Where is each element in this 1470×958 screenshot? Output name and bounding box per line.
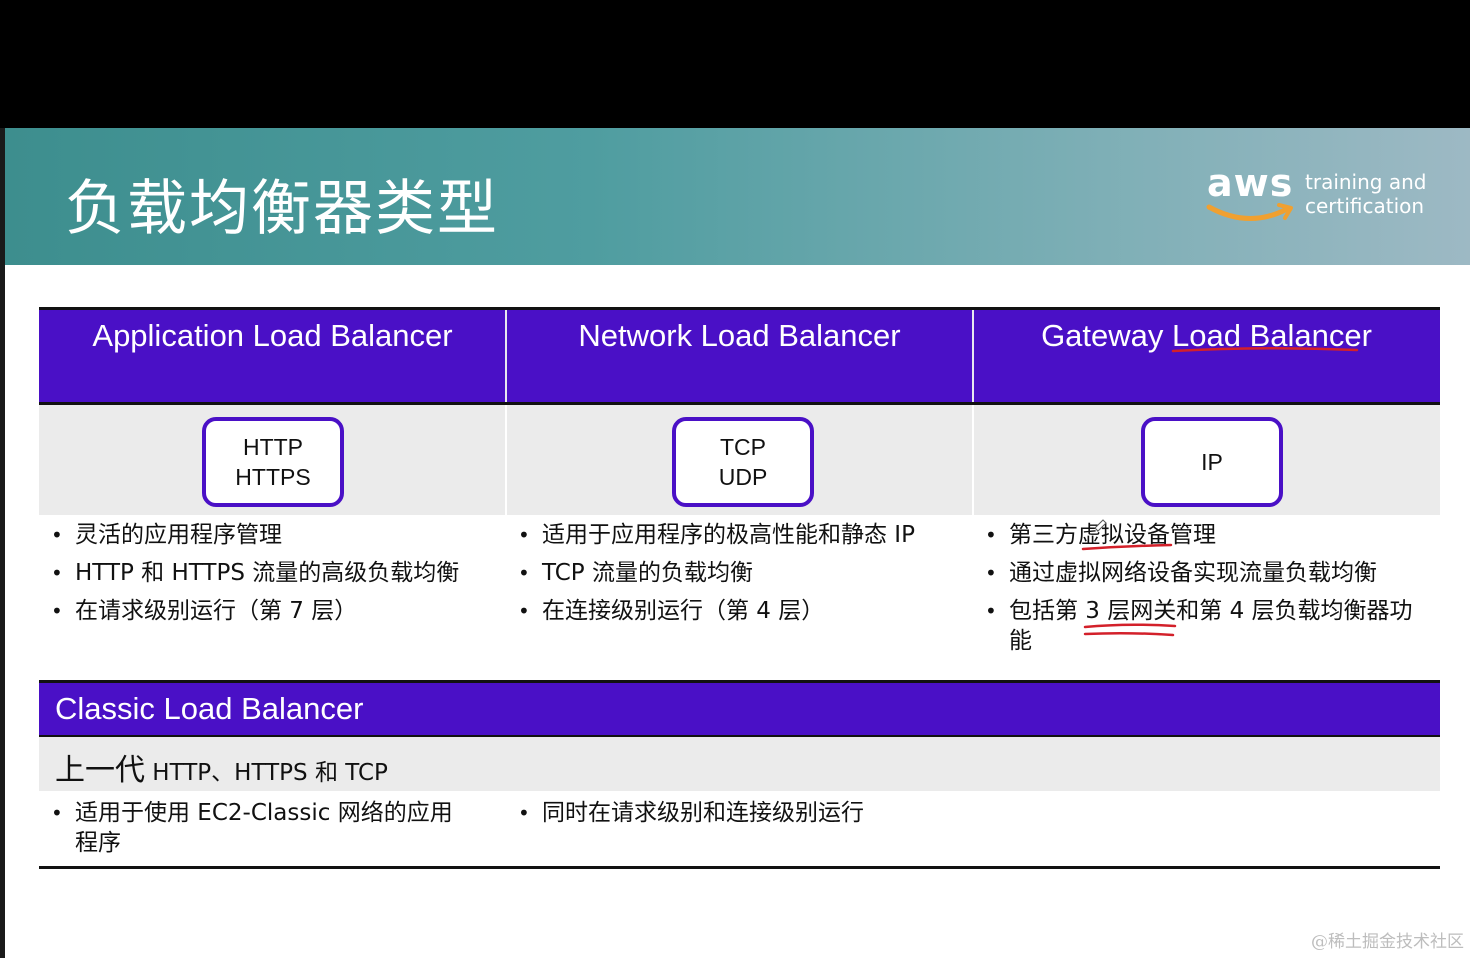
table-bottom-rule	[39, 866, 1440, 869]
column-header-alb: Application Load Balancer	[39, 310, 506, 403]
bullet-list-alb: 灵活的应用程序管理 HTTP 和 HTTPS 流量的高级负载均衡 在请求级别运行…	[39, 520, 499, 634]
protocol-divider	[972, 405, 974, 515]
column-header-label: Application Load Balancer	[92, 318, 453, 353]
slide-header: 负载均衡器类型 aws training and certification	[5, 128, 1470, 265]
protocol-box-alb: HTTP HTTPS	[202, 417, 344, 507]
bullet-list-glb: 第三方虚拟设备管理 通过虚拟网络设备实现流量负载均衡 包括第 3 层网关和第 4…	[973, 520, 1413, 664]
classic-protocols: HTTP、HTTPS 和 TCP	[145, 760, 388, 786]
classic-header: Classic Load Balancer	[39, 683, 1440, 735]
protocol-box-nlb: TCP UDP	[672, 417, 814, 507]
watermark: @稀土掘金技术社区	[1311, 932, 1464, 952]
list-item: 第三方虚拟设备管理	[973, 520, 1413, 550]
column-header-label: Network Load Balancer	[578, 318, 901, 353]
protocol-divider	[505, 405, 507, 515]
classic-bullets-left: 适用于使用 EC2-Classic 网络的应用程序	[39, 798, 459, 866]
aws-logo-word: aws	[1207, 161, 1294, 205]
protocol-box-glb: IP	[1141, 417, 1283, 507]
classic-top-rule	[39, 680, 1440, 683]
classic-bullets-right: 同时在请求级别和连接级别运行	[506, 798, 966, 836]
protocol-label: HTTPS	[235, 464, 311, 490]
protocol-label: UDP	[718, 464, 768, 490]
left-edge	[0, 128, 5, 958]
bullet-list-nlb: 适用于应用程序的极高性能和静态 IP TCP 流量的负载均衡 在连接级别运行（第…	[506, 520, 966, 634]
list-item: HTTP 和 HTTPS 流量的高级负载均衡	[39, 558, 499, 588]
list-item: 灵活的应用程序管理	[39, 520, 499, 550]
protocol-label: IP	[1201, 449, 1223, 475]
classic-generation: 上一代	[55, 753, 145, 788]
column-header-label: Gateway Load Balancer	[1041, 318, 1372, 353]
column-divider	[505, 310, 507, 403]
aws-logo: aws training and certification	[1205, 161, 1445, 231]
classic-header-label: Classic Load Balancer	[55, 691, 364, 726]
classic-subheader: 上一代 HTTP、HTTPS 和 TCP	[39, 737, 1440, 791]
list-item: 适用于应用程序的极高性能和静态 IP	[506, 520, 966, 550]
list-item: TCP 流量的负载均衡	[506, 558, 966, 588]
aws-smile-icon	[1206, 203, 1293, 221]
column-header-nlb: Network Load Balancer	[506, 310, 973, 403]
slide: 负载均衡器类型 aws training and certification A…	[5, 128, 1470, 958]
list-item: 在请求级别运行（第 7 层）	[39, 596, 499, 626]
list-item: 同时在请求级别和连接级别运行	[506, 798, 966, 828]
aws-tagline-1: training and	[1305, 170, 1427, 194]
table-top-rule	[39, 307, 1440, 310]
classic-subheader-text: 上一代 HTTP、HTTPS 和 TCP	[55, 745, 388, 789]
top-black-bar	[0, 0, 1470, 128]
header-bottom-rule	[39, 402, 1440, 405]
protocol-label: HTTP	[242, 434, 304, 460]
column-header-glb: Gateway Load Balancer	[973, 310, 1440, 403]
list-item: 适用于使用 EC2-Classic 网络的应用程序	[39, 798, 459, 858]
list-item: 在连接级别运行（第 4 层）	[506, 596, 966, 626]
column-divider	[972, 310, 974, 403]
list-item: 通过虚拟网络设备实现流量负载均衡	[973, 558, 1413, 588]
protocol-label: TCP	[720, 434, 766, 460]
slide-title: 负载均衡器类型	[65, 174, 499, 244]
list-item: 包括第 3 层网关和第 4 层负载均衡器功能	[973, 596, 1413, 656]
aws-tagline-2: certification	[1305, 194, 1425, 218]
classic-header-rule	[39, 735, 1440, 737]
